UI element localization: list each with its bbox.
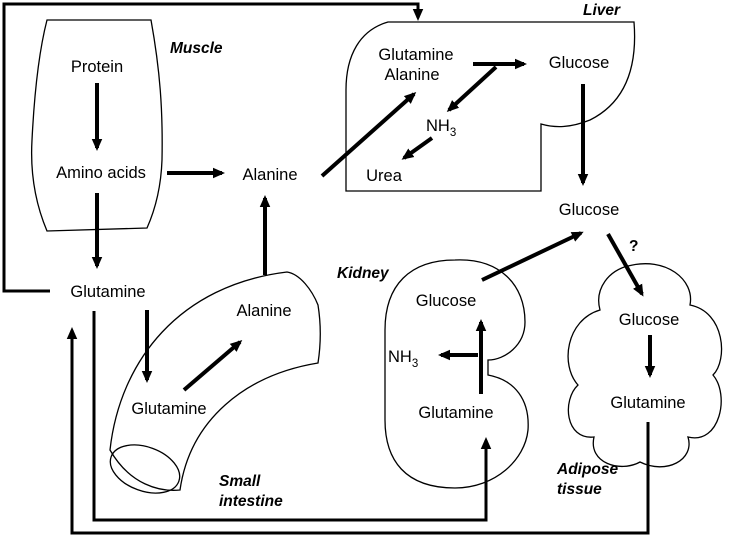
small-intestine-label-line2: intestine xyxy=(219,493,283,510)
adipose-glutamine-return-path xyxy=(66,327,650,535)
liver-glucose-label: Glucose xyxy=(549,54,610,72)
adipose-tissue-outline xyxy=(567,263,723,468)
kidney-glucose-to-blood-arrow xyxy=(481,231,584,282)
muscle-amino-acids-label: Amino acids xyxy=(56,164,146,182)
alanine-to-liver-arrow xyxy=(320,92,417,178)
liver-label: Liver xyxy=(583,2,621,19)
muscle-glutamine-label: Glutamine xyxy=(70,283,145,301)
nh3-to-urea-arrow xyxy=(401,136,434,160)
small-intestine-label-line1: Small xyxy=(219,473,261,490)
kidney-glutamine-label: Glutamine xyxy=(418,404,493,422)
kidney-label: Kidney xyxy=(337,265,390,282)
intestine-glutamine-to-alanine-arrow xyxy=(182,340,243,392)
blood-glucose-to-adipose-arrow xyxy=(606,233,644,297)
kidney-outline xyxy=(384,259,529,489)
small-intestine-outline xyxy=(109,271,321,491)
question-mark-label: ? xyxy=(629,238,638,255)
adipose-label-line1: Adipose xyxy=(556,461,619,478)
liver-alanine-label: Alanine xyxy=(384,66,439,84)
liver-nh3-label: NH3 xyxy=(426,117,456,139)
liver-outline xyxy=(345,21,636,192)
kidney-nh3-label: NH3 xyxy=(388,348,418,370)
liver-urea-label: Urea xyxy=(366,167,403,185)
kidney-glucose-label: Glucose xyxy=(416,292,477,310)
blood-glucose-label: Glucose xyxy=(559,201,620,219)
adipose-glucose-label: Glucose xyxy=(619,311,680,329)
liver-to-nh3-arrow xyxy=(446,65,498,113)
adipose-glutamine-label: Glutamine xyxy=(610,394,685,412)
glutamine-to-kidney-path xyxy=(92,311,492,522)
small-intestine-opening xyxy=(109,444,181,494)
adipose-label-line2: tissue xyxy=(557,481,602,498)
intestine-alanine-label: Alanine xyxy=(236,302,291,320)
glutamine-to-liver-path xyxy=(2,2,424,293)
muscle-label: Muscle xyxy=(170,40,223,57)
liver-glutamine-label: Glutamine xyxy=(378,46,453,64)
alanine-label: Alanine xyxy=(242,166,297,184)
intestine-glutamine-label: Glutamine xyxy=(131,400,206,418)
muscle-protein-label: Protein xyxy=(71,58,123,76)
